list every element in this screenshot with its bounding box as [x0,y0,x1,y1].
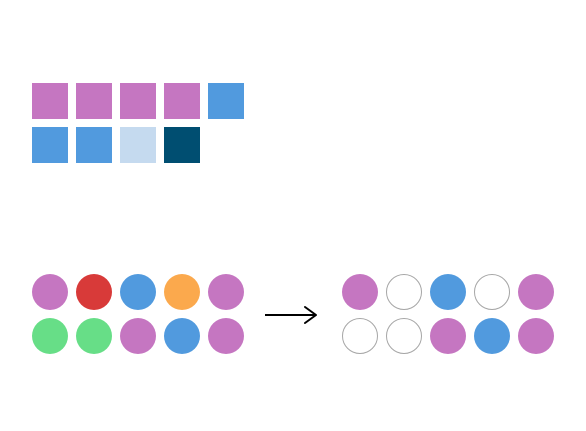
input-circle [120,274,156,310]
output-circle-empty [342,318,378,354]
output-circle-filled [518,318,554,354]
input-circle [208,274,244,310]
output-circle-filled [474,318,510,354]
output-circle-filled [342,274,378,310]
output-circle-empty [386,318,422,354]
square-tile [120,127,156,163]
output-circle-filled [430,318,466,354]
output-circle-empty [474,274,510,310]
right-arrow-icon [265,306,317,324]
square-tile [76,127,112,163]
square-tile [76,83,112,119]
input-circle [76,274,112,310]
square-tile [208,83,244,119]
square-tile [164,83,200,119]
output-circle-filled [430,274,466,310]
left-circle-grid [32,274,244,354]
input-circle [76,318,112,354]
square-tile [164,127,200,163]
input-circle [208,318,244,354]
square-tile [120,83,156,119]
output-circle-empty [386,274,422,310]
square-tile [32,83,68,119]
square-grid [32,83,244,163]
square-tile [32,127,68,163]
input-circle [164,274,200,310]
input-circle [32,274,68,310]
right-circle-grid [342,274,554,354]
arrow-head [304,306,317,324]
input-circle [164,318,200,354]
output-circle-filled [518,274,554,310]
input-circle [120,318,156,354]
input-circle [32,318,68,354]
